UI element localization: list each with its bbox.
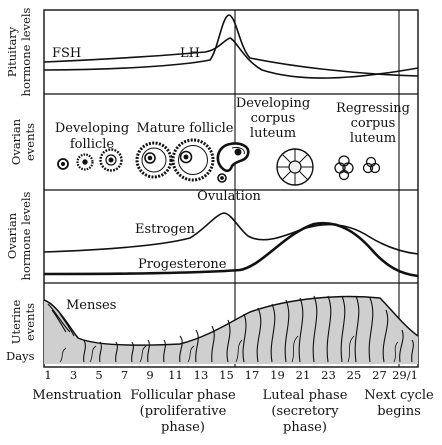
side-label-ovarian-events: Ovarian events — [9, 118, 37, 165]
days-axis-label: Days — [6, 349, 35, 363]
lh-label: LH — [180, 46, 200, 61]
day-tick-label: 7 — [121, 368, 128, 382]
developing-follicle-label-line1: Developing — [55, 121, 129, 136]
diagram-frame — [43, 9, 419, 368]
day-tick-label: 11 — [168, 368, 183, 382]
regressing-corpus-luteum-label-line3: luteum — [350, 131, 396, 146]
side-label-uterine-line2: events — [23, 303, 37, 341]
developing-corpus-luteum-icon — [276, 148, 314, 186]
fsh-curve — [43, 37, 419, 79]
regressing-corpus-luteum-icon — [334, 155, 381, 181]
developing-follicle-label-line2: follicle — [70, 137, 115, 152]
day-tick-label: 1 — [44, 368, 51, 382]
day-tick-label: 15 — [219, 368, 234, 382]
day-tick-label: 23 — [321, 368, 336, 382]
side-label-ovarian-events-line1: Ovarian — [9, 118, 23, 165]
menstruation-phase-label: Menstruation — [32, 388, 122, 403]
developing-corpus-luteum-label-line2: corpus — [251, 111, 296, 126]
menses-label: Menses — [66, 298, 116, 313]
developing-corpus-luteum-label-line1: Developing — [236, 96, 310, 111]
luteal-phase-label-line1: Luteal phase — [263, 388, 348, 403]
endometrium-surface — [43, 295, 419, 346]
lh-curve — [43, 14, 419, 77]
day-tick-label: 13 — [194, 368, 209, 382]
ovulation-label: Ovulation — [197, 189, 261, 204]
side-label-ovarian-events-line2: events — [23, 123, 37, 161]
estrogen-curve — [43, 212, 419, 255]
follicle-stage-2-icon — [76, 153, 94, 171]
side-label-pituitary: Pituitary hormone levels — [5, 7, 33, 96]
day-tick-label: 29/1 — [392, 368, 418, 382]
side-label-ovarian-hormones: Ovarian hormone levels — [5, 191, 33, 280]
luteal-phase-label-line3: phase) — [283, 420, 327, 435]
side-label-ovarian-hormones-line1: Ovarian — [5, 212, 19, 259]
follicle-stage-3-icon — [99, 148, 123, 172]
day-tick-label: 5 — [95, 368, 102, 382]
menses-flow-icon — [47, 303, 75, 337]
mature-follicle-icons — [135, 138, 250, 183]
next-cycle-label-line2: begins — [377, 404, 421, 419]
side-label-uterine: Uterine events — [9, 300, 37, 345]
follicle-stage-4-icon — [135, 141, 173, 179]
corpus-luteum-icons — [276, 148, 381, 186]
day-tick-label: 9 — [146, 368, 153, 382]
fsh-label: FSH — [52, 46, 81, 61]
developing-corpus-luteum-label-line3: luteum — [250, 126, 296, 141]
next-cycle-label-line1: Next cycle — [364, 388, 434, 403]
follicle-stage-5-icon — [171, 138, 215, 182]
side-label-pituitary-line1: Pituitary — [5, 26, 19, 77]
follicular-phase-label-line3: phase) — [161, 420, 205, 435]
estrogen-label: Estrogen — [135, 222, 195, 237]
endometrium-fill — [44, 296, 418, 364]
uterine-vessels — [59, 335, 399, 363]
mature-follicle-label: Mature follicle — [137, 121, 234, 136]
progesterone-label: Progesterone — [138, 257, 227, 272]
regressing-corpus-luteum-label-line2: corpus — [351, 116, 396, 131]
day-tick-label: 19 — [270, 368, 285, 382]
follicle-stage-1-icon — [57, 158, 69, 170]
day-tick-label: 25 — [347, 368, 362, 382]
day-tick-label: 21 — [296, 368, 311, 382]
day-tick-label: 27 — [372, 368, 387, 382]
regressing-corpus-luteum-label-line1: Regressing — [336, 101, 410, 116]
luteal-phase-label-line2: (secretory — [271, 404, 339, 419]
ovulating-follicle-icon — [216, 142, 250, 183]
side-label-ovarian-hormones-line2: hormone levels — [19, 191, 33, 280]
follicular-phase-label-line1: Follicular phase — [130, 388, 236, 403]
endometrium-lining-illustration — [43, 295, 419, 364]
follicular-phase-label-line2: (proliferative — [140, 404, 227, 419]
uterine-glands — [83, 295, 414, 363]
progesterone-curve — [43, 221, 419, 278]
day-tick-label: 17 — [245, 368, 260, 382]
side-label-uterine-line1: Uterine — [9, 300, 23, 345]
developing-follicle-icons — [57, 148, 123, 172]
day-tick-label: 3 — [70, 368, 77, 382]
side-label-pituitary-line2: hormone levels — [19, 7, 33, 96]
